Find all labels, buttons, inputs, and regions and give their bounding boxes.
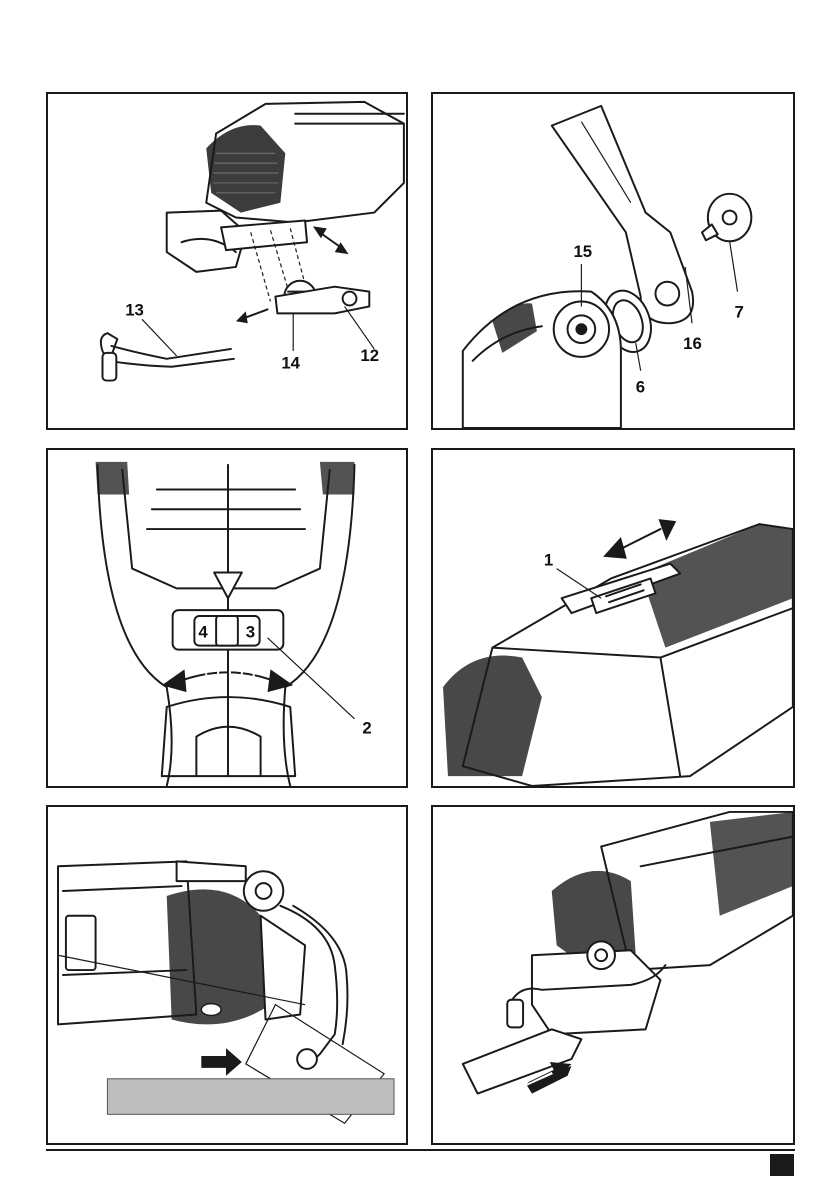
callout-7: 7 <box>735 302 744 321</box>
speed-3-label: 3 <box>246 623 255 642</box>
figure-b-illustration: 15 7 16 6 <box>433 94 793 428</box>
figure-f <box>431 805 795 1145</box>
callout-12: 12 <box>360 346 379 365</box>
figure-e-illustration <box>48 807 406 1143</box>
figure-c: 4 3 2 <box>46 448 408 788</box>
callout-13: 13 <box>125 300 144 319</box>
caption-box <box>107 1079 394 1115</box>
figure-d: 1 <box>431 448 795 788</box>
speed-4-label: 4 <box>198 623 208 642</box>
figure-b: 15 7 16 6 <box>431 92 795 430</box>
footer-rule <box>46 1149 795 1151</box>
figure-f-illustration <box>433 807 793 1143</box>
callout-6: 6 <box>636 377 645 396</box>
page-number-box <box>770 1154 794 1176</box>
figure-a: 13 14 12 <box>46 92 408 430</box>
figure-d-illustration: 1 <box>433 450 793 786</box>
figure-e <box>46 805 408 1145</box>
callout-16: 16 <box>683 334 702 353</box>
callout-14: 14 <box>281 354 300 373</box>
callout-1: 1 <box>544 551 553 570</box>
callout-2: 2 <box>362 719 371 738</box>
figure-c-illustration: 4 3 2 <box>48 450 406 786</box>
figure-a-illustration: 13 14 12 <box>48 94 406 428</box>
callout-15: 15 <box>573 242 592 261</box>
